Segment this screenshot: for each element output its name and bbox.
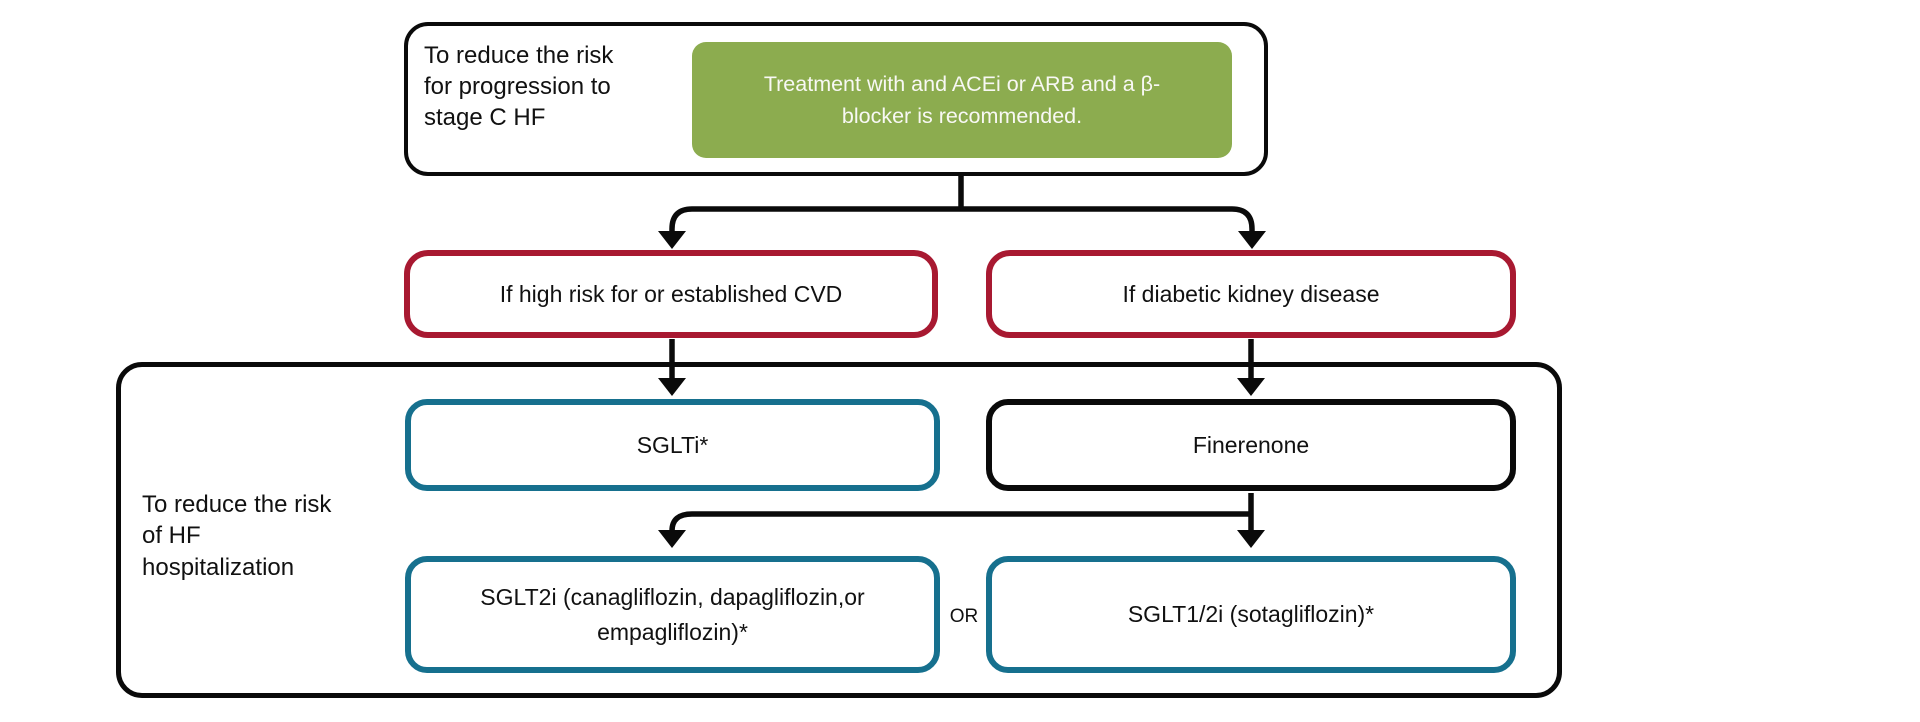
hospitalization-box [116,362,1562,698]
node-high-risk-cvd: If high risk for or established CVD [404,250,938,338]
connector-top-split [669,174,1255,233]
acei-arb-recommendation-box: Treatment with and ACEi or ARB and a β-b… [692,42,1232,158]
node-sglt2i-text: SGLT2i (canagliflozin, dapagliflozin,or … [480,584,865,645]
node-sglti: SGLTi* [405,399,940,491]
arrow-down-icon [1238,231,1266,249]
node-sglt2i: SGLT2i (canagliflozin, dapagliflozin,or … [405,556,940,673]
node-sglt1-2i: SGLT1/2i (sotagliflozin)* [986,556,1516,673]
recommendation-text: Treatment with and ACEi or ARB and a β-b… [763,71,1161,128]
arrow-down-icon [658,231,686,249]
hospitalization-label: To reduce the risk of HF hospitalization [142,491,332,581]
node-diabetic-kidney-disease: If diabetic kidney disease [986,250,1516,338]
node-finerenone: Finerenone [986,399,1516,491]
progression-label: To reduce the risk for progression to st… [424,42,614,131]
or-label: OR [949,606,979,627]
